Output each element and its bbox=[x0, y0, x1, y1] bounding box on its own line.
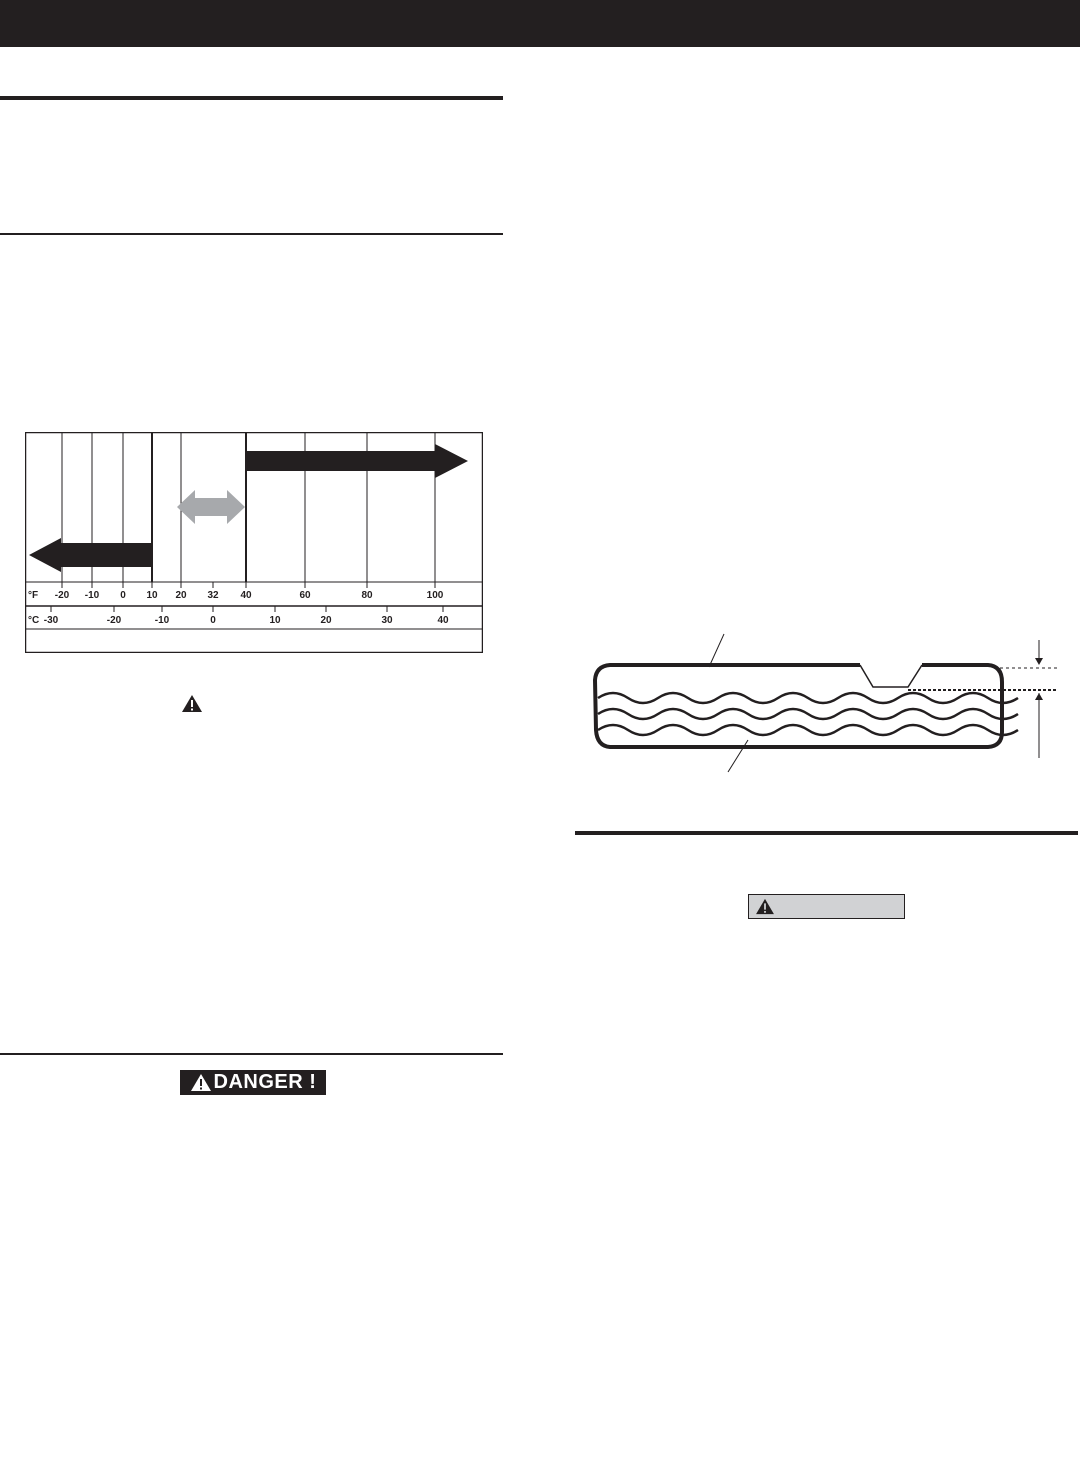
warning-triangle-icon bbox=[756, 898, 774, 915]
warm-range-arrow bbox=[246, 444, 468, 478]
celsius-unit-label: °C bbox=[28, 615, 39, 626]
fluid-wave bbox=[597, 691, 1019, 705]
celsius-tick-label: 40 bbox=[437, 615, 449, 626]
danger-badge: DANGER ! bbox=[180, 1070, 326, 1095]
fahrenheit-tick-label: 60 bbox=[299, 590, 311, 601]
celsius-tick-label: -20 bbox=[107, 615, 122, 626]
fahrenheit-tick-label: 40 bbox=[240, 590, 252, 601]
fahrenheit-tick-label: 80 bbox=[361, 590, 373, 601]
fahrenheit-tick-label: 100 bbox=[427, 590, 444, 601]
header-bar bbox=[0, 0, 1080, 47]
fahrenheit-tick-label: 32 bbox=[207, 590, 219, 601]
warning-triangle-icon bbox=[190, 1074, 211, 1091]
celsius-tick-label: 30 bbox=[381, 615, 393, 626]
mid-range-arrow bbox=[177, 490, 245, 524]
fahrenheit-tick-label: 10 bbox=[146, 590, 158, 601]
fluid-wave bbox=[597, 707, 1019, 721]
temperature-range-chart: °F °C -20 -10 0 10 20 32 40 60 80 100 -30 -20 -10 0 1… bbox=[25, 432, 483, 653]
cold-range-arrow bbox=[29, 538, 152, 572]
fahrenheit-unit-label: °F bbox=[28, 590, 38, 601]
fahrenheit-tick-label: -20 bbox=[55, 590, 70, 601]
celsius-ticks: -30 -20 -10 0 10 20 30 40 bbox=[44, 606, 449, 626]
warning-badge bbox=[748, 894, 905, 919]
fluid-level-diagram bbox=[588, 630, 1068, 790]
celsius-tick-label: 0 bbox=[210, 615, 216, 626]
fahrenheit-tick-label: -10 bbox=[85, 590, 100, 601]
celsius-tick-label: 20 bbox=[320, 615, 332, 626]
fahrenheit-tick-label: 20 bbox=[175, 590, 187, 601]
celsius-tick-label: 10 bbox=[269, 615, 281, 626]
range-arrows bbox=[29, 444, 468, 572]
section-rule bbox=[0, 1053, 503, 1055]
section-rule bbox=[0, 96, 503, 100]
section-rule bbox=[575, 831, 1078, 835]
fahrenheit-tick-label: 0 bbox=[120, 590, 126, 601]
celsius-tick-label: -30 bbox=[44, 615, 59, 626]
celsius-tick-label: -10 bbox=[155, 615, 170, 626]
fahrenheit-ticks: -20 -10 0 10 20 32 40 60 80 100 bbox=[55, 582, 444, 601]
fluid-wave bbox=[597, 723, 1019, 737]
warning-triangle-icon bbox=[181, 694, 203, 718]
danger-label: DANGER ! bbox=[213, 1071, 317, 1093]
section-rule bbox=[0, 233, 503, 235]
